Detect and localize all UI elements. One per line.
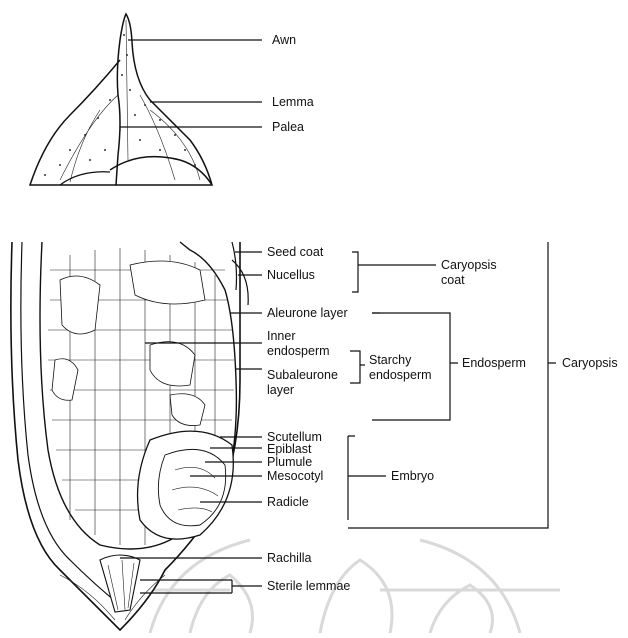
label-lemma: Lemma [272,95,314,109]
label-radicle: Radicle [267,495,309,509]
label-caryopsis-coat-2: coat [441,273,465,287]
label-nucellus: Nucellus [267,268,315,282]
label-inner-endosperm-2: endosperm [267,344,330,358]
label-endosperm: Endosperm [462,356,526,370]
label-sterile-lemmae: Sterile lemmae [267,579,350,593]
label-palea: Palea [272,120,304,134]
label-seed-coat: Seed coat [267,245,324,259]
label-plumule: Plumule [267,455,312,469]
grain-section-illustration [11,242,248,630]
label-starchy-endosperm-2: endosperm [369,368,432,382]
label-subaleurone-1: Subaleurone [267,368,338,382]
label-subaleurone-2: layer [267,383,294,397]
label-awn: Awn [272,33,296,47]
label-starchy-endosperm-1: Starchy [369,353,412,367]
label-aleurone-layer: Aleurone layer [267,306,348,320]
label-embryo: Embryo [391,469,434,483]
label-caryopsis-coat-1: Caryopsis [441,258,497,272]
label-inner-endosperm-1: Inner [267,329,296,343]
label-epiblast: Epiblast [267,442,312,456]
label-caryopsis: Caryopsis [562,356,618,370]
label-rachilla: Rachilla [267,551,312,565]
label-mesocotyl: Mesocotyl [267,469,323,483]
